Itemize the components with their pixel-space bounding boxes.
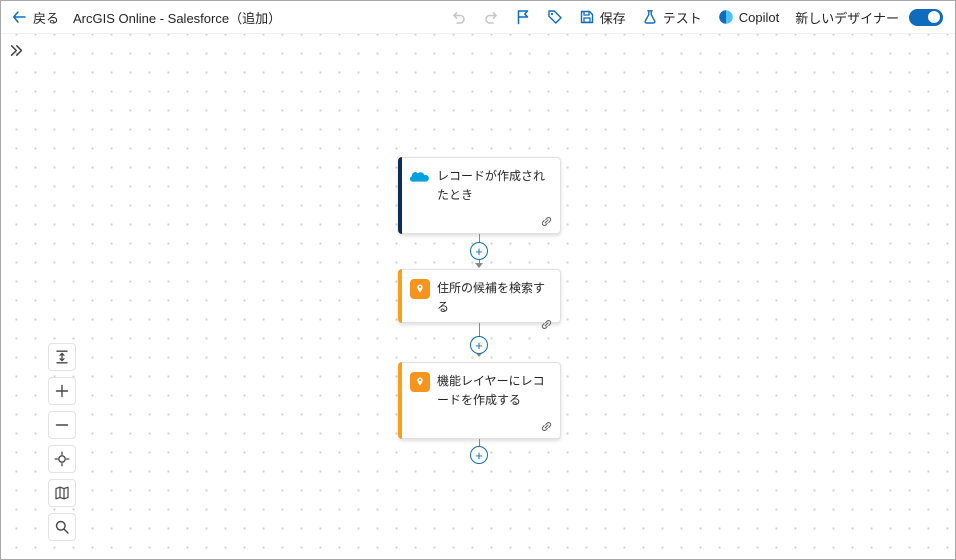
redo-button[interactable] — [483, 9, 499, 25]
center-focus-icon — [54, 451, 70, 467]
copilot-label: Copilot — [738, 9, 780, 25]
flow-checker-button[interactable] — [515, 9, 531, 25]
test-button[interactable]: テスト — [642, 8, 702, 27]
zoom-out-button[interactable] — [48, 411, 76, 439]
toggle-knob — [928, 11, 940, 23]
flow-canvas[interactable]: レコードが作成されたとき + 住所の候補を検索する — [1, 34, 955, 559]
arcgis-icon — [410, 372, 430, 392]
flow-title: ArcGIS Online - Salesforce（追加） — [73, 10, 282, 26]
center-focus-button[interactable] — [48, 445, 76, 473]
node-title: 機能レイヤーにレコードを作成する — [437, 374, 545, 407]
save-icon — [579, 9, 595, 25]
insert-step-button[interactable]: + — [470, 336, 488, 354]
back-label: 戻る — [33, 10, 60, 26]
copilot-icon — [718, 9, 734, 25]
flow-checker-icon — [515, 9, 531, 25]
connector-arrow-icon — [475, 263, 483, 268]
node-accent — [398, 362, 402, 439]
tag-icon — [547, 9, 563, 25]
connector-arrow-icon — [475, 352, 483, 357]
link-icon — [540, 215, 553, 228]
insert-step-button[interactable]: + — [470, 242, 488, 260]
minimap-button[interactable] — [48, 479, 76, 507]
zoom-in-button[interactable] — [48, 377, 76, 405]
node-footer — [399, 318, 560, 336]
node-footer — [399, 215, 560, 233]
node-accent — [398, 269, 402, 323]
node-main: 住所の候補を検索する — [399, 270, 560, 318]
salesforce-icon — [410, 167, 430, 187]
insert-step-button[interactable]: + — [470, 446, 488, 464]
save-button[interactable]: 保存 — [579, 8, 626, 27]
save-label: 保存 — [599, 10, 626, 26]
test-beaker-icon — [642, 9, 658, 25]
node-title: 住所の候補を検索する — [437, 281, 546, 314]
arcgis-icon — [410, 279, 430, 299]
node-accent — [398, 157, 402, 234]
flow-node-trigger[interactable]: レコードが作成されたとき — [398, 157, 561, 234]
node-main: 機能レイヤーにレコードを作成する — [399, 363, 560, 411]
new-designer-label: 新しいデザイナー — [795, 10, 899, 26]
header-toolbar: 戻る ArcGIS Online - Salesforce（追加） — [1, 1, 955, 34]
new-designer-toggle[interactable] — [909, 8, 943, 26]
connector-line — [479, 439, 480, 447]
link-icon — [540, 420, 553, 433]
expand-panel-button[interactable] — [6, 40, 27, 61]
double-chevron-right-icon — [9, 43, 24, 58]
tag-button[interactable] — [547, 9, 563, 25]
redo-icon — [483, 9, 499, 25]
test-label: テスト — [662, 10, 702, 26]
zoom-in-icon — [54, 383, 70, 399]
flow-node-action-1[interactable]: 住所の候補を検索する — [398, 269, 561, 330]
undo-icon — [451, 9, 467, 25]
flow-node-action-2[interactable]: 機能レイヤーにレコードを作成する — [398, 362, 561, 439]
link-icon — [540, 318, 553, 331]
header-left: 戻る ArcGIS Online - Salesforce（追加） — [11, 8, 281, 27]
fit-view-button[interactable] — [48, 343, 76, 371]
fit-view-icon — [54, 349, 70, 365]
copilot-button[interactable]: Copilot — [718, 9, 779, 25]
search-icon — [54, 519, 70, 535]
minimap-icon — [54, 485, 70, 501]
undo-button[interactable] — [451, 9, 467, 25]
zoom-out-icon — [54, 417, 70, 433]
canvas-controls — [48, 343, 76, 541]
search-button[interactable] — [48, 513, 76, 541]
back-arrow-icon — [11, 9, 27, 25]
node-footer — [399, 420, 560, 438]
header-right: 保存 テスト Copilot 新しいデザイナー — [451, 8, 943, 27]
back-button[interactable]: 戻る — [11, 8, 59, 27]
node-title: レコードが作成されたとき — [437, 169, 546, 202]
node-main: レコードが作成されたとき — [399, 158, 560, 206]
